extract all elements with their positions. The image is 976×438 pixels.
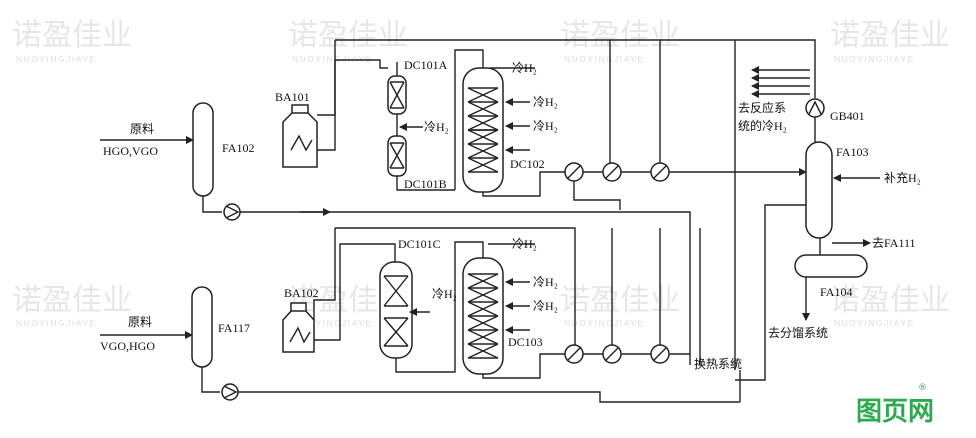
label-to-reaction: 去反应系 xyxy=(738,100,786,115)
vessel-fa117 xyxy=(191,286,213,368)
vessel-fa103 xyxy=(805,141,833,239)
top-train xyxy=(100,39,880,370)
pump-bottom-discharge xyxy=(238,391,740,403)
dc101b-to-dc102 xyxy=(454,49,484,190)
bottom-train xyxy=(100,227,766,403)
reactor-dc103-trays xyxy=(468,273,498,359)
pump-bottom-arrow xyxy=(223,385,238,399)
label-cold-h2: 冷H₂ xyxy=(533,299,558,313)
label-heat-exchange: 换热系统 xyxy=(694,357,742,371)
label-fa102: FA102 xyxy=(222,141,254,155)
watermark-latin: NUOYINGJIAYE xyxy=(564,318,645,328)
watermark-latin: NUOYINGJIAYE xyxy=(834,54,915,64)
hx-3-mark xyxy=(652,164,668,180)
dc101c-to-dc103 xyxy=(395,241,484,373)
dc101b-outlet xyxy=(396,176,455,191)
furnace-ba101-coil xyxy=(290,134,313,152)
watermark-text: 诺盈佳业 xyxy=(288,19,408,52)
label-fa117: FA117 xyxy=(218,321,250,335)
watermark-latin: NUOYINGJIAYE xyxy=(16,318,97,328)
watermark-text: 诺盈佳业 xyxy=(12,284,132,317)
fa103-side-line xyxy=(764,204,806,362)
hx-5-mark xyxy=(604,346,620,362)
compressor-gb401-mark xyxy=(808,100,822,115)
label-feed-bottom: 原料 xyxy=(128,315,152,329)
label-cold-h2: 冷H₂ xyxy=(432,287,457,301)
label-cold-h2: 冷H₂ xyxy=(512,61,537,75)
hx-4-mark xyxy=(566,346,582,362)
label-feed-bottom-sub: VGO,HGO xyxy=(100,339,155,353)
label-makeup-h2: 补充H₂ xyxy=(884,170,921,185)
logo-text: 图页网 xyxy=(856,397,934,427)
to-ba102-line xyxy=(313,228,336,320)
label-cold-h2: 冷H₂ xyxy=(512,237,537,251)
label-gb401: GB401 xyxy=(830,109,865,123)
watermark-text: 诺盈佳业 xyxy=(830,19,950,52)
pump-top-arrow xyxy=(225,205,240,219)
reactor-dc101c-beds xyxy=(384,275,408,347)
reactor-dc103-bed xyxy=(467,273,499,359)
recycle-header xyxy=(610,39,816,98)
watermark-text: 诺盈佳业 xyxy=(12,19,132,52)
label-cold-h2: 冷H₂ xyxy=(424,120,449,134)
furnace-ba101-stack xyxy=(291,104,309,114)
dc102-outlet xyxy=(482,171,565,197)
label-to-reaction-2: 统的冷H₂ xyxy=(738,118,787,133)
label-feed-top: 原料 xyxy=(130,122,154,136)
hx-1-mark xyxy=(566,164,582,180)
site-logo: 图页网 ® xyxy=(856,383,934,427)
watermark-text: 诺盈佳业 xyxy=(830,284,950,317)
ba102-to-dc101c xyxy=(314,243,396,341)
hx-2-mark xyxy=(604,164,620,180)
label-cold-h2: 冷H₂ xyxy=(533,95,558,109)
label-feed-top-sub: HGO,VGO xyxy=(103,144,158,158)
reactor-dc101b-bed xyxy=(389,142,405,169)
label-cold-h2: 冷H₂ xyxy=(533,275,558,289)
label-dc102: DC102 xyxy=(510,157,545,171)
logo-registered-mark: ® xyxy=(918,383,927,393)
label-ba101: BA101 xyxy=(275,90,310,104)
reactor-dc102-bed xyxy=(467,87,499,173)
label-dc101a: DC101A xyxy=(404,58,448,72)
watermark-latin: NUOYINGJIAYE xyxy=(564,54,645,64)
vessel-fa102 xyxy=(192,102,214,197)
label-fa104: FA104 xyxy=(820,285,852,299)
furnace-ba102-coil xyxy=(289,326,311,344)
reactor-dc101c-bed-x xyxy=(383,275,409,347)
recycle-bottom-line xyxy=(335,227,576,345)
label-to-fractionation: 去分馏系统 xyxy=(768,326,828,340)
furnace-ba102 xyxy=(282,309,315,353)
watermark-latin: NUOYINGJIAYE xyxy=(292,54,373,64)
label-fa103: FA103 xyxy=(836,145,868,159)
pump-top-discharge xyxy=(240,211,691,365)
watermark-text: 诺盈佳业 xyxy=(560,284,680,317)
fa117-outlet-line xyxy=(201,367,220,393)
label-dc103: DC103 xyxy=(508,335,543,349)
label-dc101c: DC101C xyxy=(398,237,441,251)
dc103-outlet xyxy=(482,353,565,379)
reactor-dc101a-bed xyxy=(389,81,405,109)
furnace-ba102-stack xyxy=(290,302,307,312)
watermark-text: 诺盈佳业 xyxy=(560,19,680,52)
vessel-fa104 xyxy=(794,254,868,278)
return-line xyxy=(735,362,766,381)
hx-6-mark xyxy=(652,346,668,362)
watermark-latin: NUOYINGJIAYE xyxy=(16,54,97,64)
ba101-to-dc101a xyxy=(317,59,388,151)
hx-bypass xyxy=(573,181,621,210)
watermark-latin: NUOYINGJIAYE xyxy=(834,318,915,328)
label-fa111: 去FA111 xyxy=(872,236,916,250)
labels: 原料 HGO,VGO FA102 BA101 DC101A 冷H₂ DC101B… xyxy=(100,58,921,371)
label-dc101b: DC101B xyxy=(404,177,447,191)
fa102-outlet-line xyxy=(202,196,222,213)
label-ba102: BA102 xyxy=(284,286,319,300)
watermark-latin: NUOYINGJIAYE xyxy=(292,318,373,328)
label-cold-h2: 冷H₂ xyxy=(533,119,558,133)
